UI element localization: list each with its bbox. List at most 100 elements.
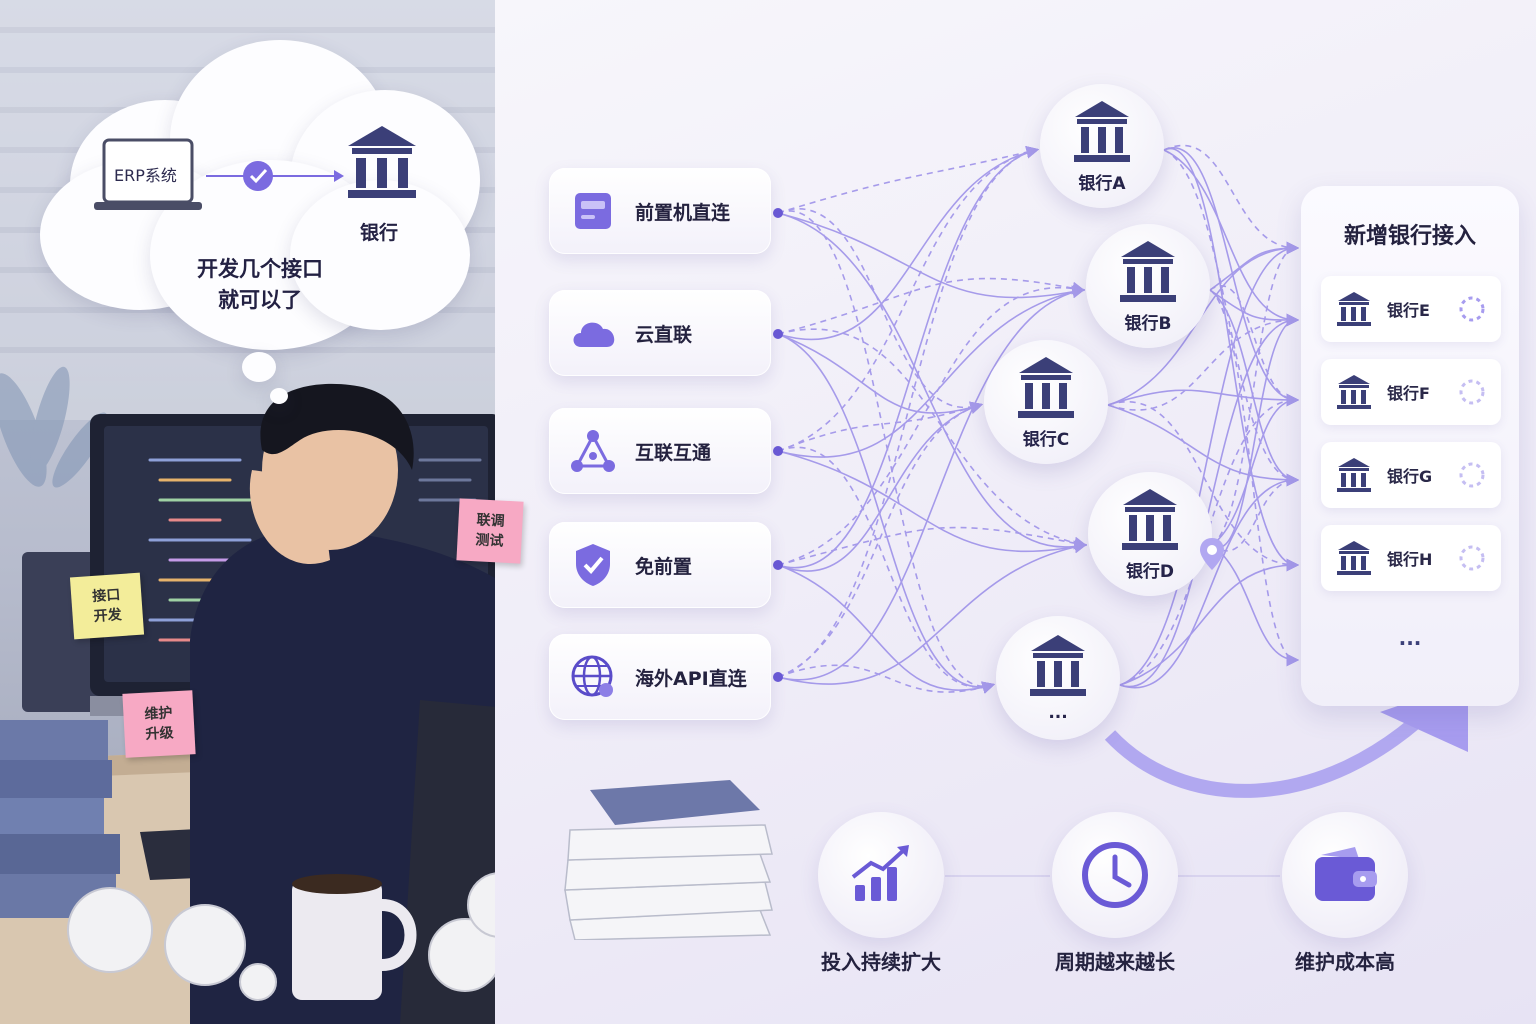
new-bank-label: 银行F (1387, 384, 1430, 403)
server-icon (569, 187, 617, 235)
channel-front-end-direct[interactable]: 前置机直连 (549, 168, 771, 254)
connection-line (1209, 289, 1300, 667)
bank-building-icon (348, 126, 416, 198)
channel-interconnect[interactable]: 互联互通 (549, 408, 771, 494)
channel-label: 海外API直连 (635, 667, 747, 690)
new-bank-label: 银行G (1387, 467, 1433, 486)
growth-sweep-arrow (1104, 695, 1445, 798)
erp-bank-connector (206, 161, 344, 191)
channel-label: 免前置 (635, 555, 693, 578)
shield-check-icon (569, 541, 617, 589)
new-bank-label: 银行E (1387, 301, 1430, 320)
channel-no-front-end[interactable]: 免前置 (549, 522, 771, 608)
connection-line (777, 146, 1040, 569)
thought-bubble: ERP系统 银行 开发几个接口 就可以了 (30, 40, 490, 404)
channel-overseas-api[interactable]: 海外API直连 (549, 634, 771, 720)
channel-connector-dot (773, 560, 783, 570)
stat-circle-maintenance (1282, 812, 1408, 938)
location-pin-icon (1200, 538, 1224, 570)
bank-node-c[interactable]: 银行C (984, 340, 1108, 464)
bank-node-label: 银行D (1125, 561, 1175, 582)
connection-line (777, 328, 1088, 550)
connection-line (777, 333, 984, 414)
connection-line (777, 145, 1040, 452)
channel-cloud-direct[interactable]: 云直联 (549, 290, 771, 376)
new-bank-panel: 新增银行接入 银行E 银行F 银行G 银行H ... (1301, 186, 1519, 706)
bank-building-icon (1337, 375, 1371, 409)
new-bank-panel-title: 新增银行接入 (1343, 224, 1476, 249)
connection-line (777, 210, 996, 694)
check-icon (249, 168, 268, 184)
connection-line (1209, 241, 1300, 291)
erp-system-label: ERP系统 (114, 166, 177, 185)
connection-line (777, 540, 1088, 685)
connection-line (1163, 146, 1300, 407)
connection-line (777, 446, 996, 694)
bank-node-a[interactable]: 银行A (1040, 84, 1164, 208)
connection-line (777, 145, 1040, 341)
connection-line (777, 285, 1086, 458)
bank-node-more[interactable]: ... (996, 616, 1120, 740)
new-bank-more: ... (1398, 626, 1422, 650)
bank-building-icon (1018, 356, 1074, 418)
connection-line (1163, 149, 1300, 487)
connection-line (1107, 404, 1300, 487)
connection-line (1107, 401, 1300, 572)
new-bank-item-e[interactable]: 银行E (1321, 276, 1501, 342)
connection-line (777, 281, 1086, 566)
connection-line (1211, 241, 1300, 546)
connection-line (1163, 149, 1300, 327)
connection-line (1119, 558, 1300, 686)
channel-label: 互联互通 (635, 441, 712, 464)
connection-line (1107, 389, 1300, 407)
stat-label-cycle: 周期越来越长 (1055, 950, 1175, 974)
channel-connector-dot (773, 446, 783, 456)
connection-line (1211, 393, 1300, 546)
connection-line (1211, 313, 1300, 549)
connection-line (777, 664, 996, 694)
channel-label: 前置机直连 (635, 201, 731, 224)
connection-line (777, 450, 1088, 554)
bank-building-icon (1074, 100, 1130, 162)
connection-line (1119, 473, 1300, 689)
bank-building-icon (1337, 541, 1371, 575)
paper-stack-illustration (564, 780, 773, 940)
thought-text-line: 就可以了 (218, 288, 302, 312)
loading-spinner-icon (1459, 379, 1485, 405)
bank-node-b[interactable]: 银行B (1086, 224, 1210, 348)
channel-connector-dot (773, 329, 783, 339)
connection-line (1209, 289, 1300, 327)
new-bank-item-g[interactable]: 银行G (1321, 442, 1501, 508)
connection-line (777, 212, 1088, 554)
connection-line (1119, 241, 1300, 686)
channel-connector-dot (773, 672, 783, 682)
bank-label: 银行 (360, 222, 399, 244)
connection-line (777, 333, 996, 694)
stat-circle-cycle (1052, 812, 1178, 938)
loading-spinner-icon (1459, 545, 1485, 571)
new-bank-item-h[interactable]: 银行H (1321, 525, 1501, 591)
connection-line (1209, 285, 1300, 407)
connection-line (777, 145, 1040, 214)
bank-node-d[interactable]: 银行D (1088, 472, 1212, 596)
bank-building-icon (1337, 458, 1371, 492)
channel-connector-dot (773, 208, 783, 218)
thought-text: 开发几个接口 就可以了 (150, 254, 370, 316)
clock-icon (1082, 842, 1148, 908)
thought-text-line: 开发几个接口 (197, 257, 323, 281)
bank-node-label: 银行B (1124, 313, 1172, 334)
loading-spinner-icon (1459, 462, 1485, 488)
bank-building-icon (1030, 635, 1086, 696)
connection-line (1211, 544, 1300, 667)
stat-circle-investment (818, 812, 944, 938)
stat-label-investment: 投入持续扩大 (821, 950, 941, 974)
network-icon (569, 427, 617, 475)
connection-line (777, 401, 984, 452)
globe-icon (569, 653, 617, 701)
new-bank-item-f[interactable]: 银行F (1321, 359, 1501, 425)
channel-label: 云直联 (635, 323, 693, 346)
new-bank-label: 银行H (1387, 550, 1433, 569)
laptop-icon (94, 138, 202, 210)
connection-line (777, 564, 996, 694)
